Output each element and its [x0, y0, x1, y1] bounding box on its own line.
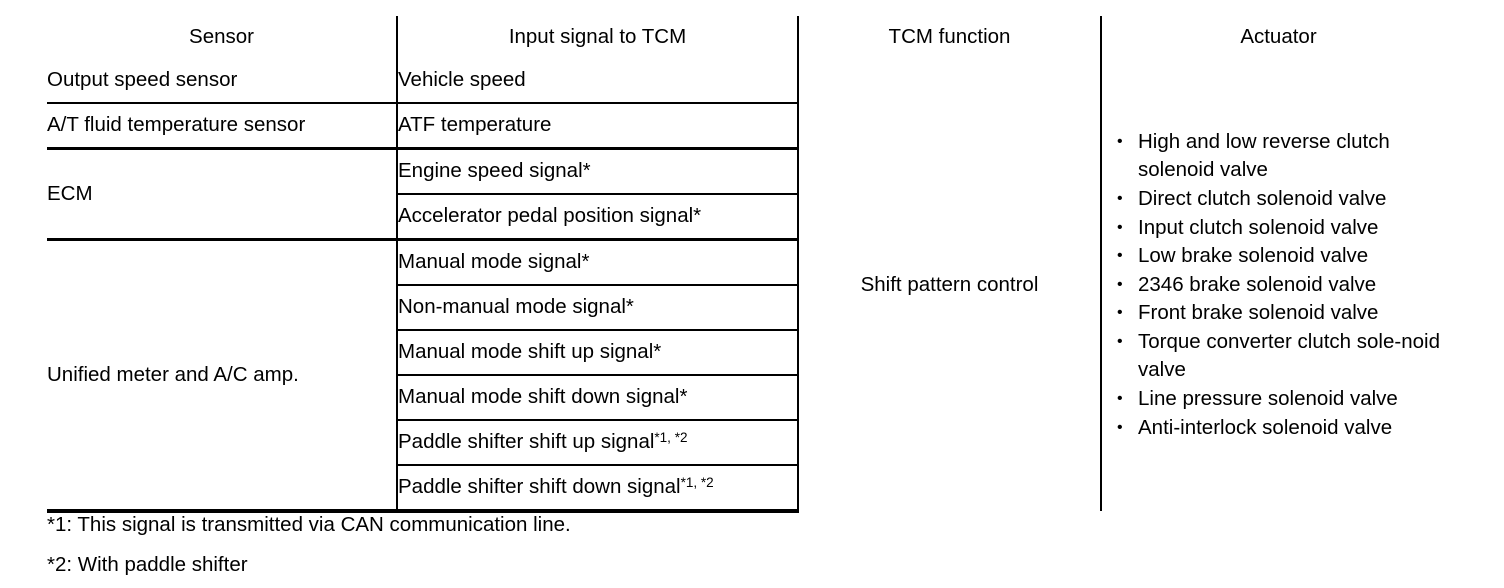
table-row: Manual mode shift down signal*: [47, 375, 1455, 421]
sensor-cell-unified-meter-and-ac-amp: Unified meter and A/C amp.: [47, 239, 398, 513]
list-item: Input clutch solenoid valve: [1114, 214, 1455, 243]
column-header-tcm: TCM function: [798, 16, 1102, 59]
list-item: Low brake solenoid valve: [1114, 242, 1455, 271]
table-row: Accelerator pedal position signal*: [47, 194, 1455, 241]
list-item: Line pressure solenoid valve: [1114, 385, 1455, 414]
table-body: Output speed sensor Vehicle speed Shift …: [47, 59, 1455, 513]
list-item: 2346 brake solenoid valve: [1114, 271, 1455, 300]
sensor-cell-ecm: ECM: [47, 148, 398, 241]
signal-cell-engine-speed-signal: Engine speed signal*: [397, 148, 799, 195]
list-item: Direct clutch solenoid valve: [1114, 185, 1455, 214]
signal-cell-paddle-shifter-shift-up-signal: Paddle shifter shift up signal*1, *2: [397, 420, 799, 466]
signal-cell-non-manual-mode-signal: Non-manual mode signal*: [397, 285, 799, 331]
actuator-list: High and low reverse clutch solenoid val…: [1102, 128, 1455, 443]
table-row: Output speed sensor Vehicle speed Shift …: [47, 59, 1455, 511]
signal-cell-vehicle-speed: Vehicle speed: [397, 59, 799, 104]
tcm-function-cell: Shift pattern control: [798, 59, 1102, 511]
footnote-2: *2: With paddle shifter: [47, 552, 248, 576]
table-row: Paddle shifter shift up signal*1, *2: [47, 420, 1455, 466]
header-row: Sensor Input signal to TCM TCM function …: [47, 16, 1455, 59]
signal-text: Paddle shifter shift down signal: [398, 475, 681, 499]
list-item: High and low reverse clutch solenoid val…: [1114, 128, 1455, 185]
signal-cell-manual-mode-signal: Manual mode signal*: [397, 239, 799, 286]
sensor-cell-output-speed-sensor: Output speed sensor: [47, 59, 398, 104]
table-row: Manual mode shift up signal*: [47, 330, 1455, 376]
table-row: A/T fluid temperature sensor ATF tempera…: [47, 103, 1455, 150]
actuator-cell: High and low reverse clutch solenoid val…: [1101, 59, 1455, 511]
table-header: Sensor Input signal to TCM TCM function …: [47, 16, 1455, 59]
list-item: Anti-interlock solenoid valve: [1114, 414, 1455, 443]
signal-cell-manual-mode-shift-up-signal: Manual mode shift up signal*: [397, 330, 799, 376]
column-header-sensor: Sensor: [47, 16, 398, 59]
table-row: Paddle shifter shift down signal*1, *2: [47, 465, 1455, 513]
footnote-1: *1: This signal is transmitted via CAN c…: [47, 513, 571, 536]
signal-cell-atf-temperature: ATF temperature: [397, 103, 799, 150]
footnote-marker: *1, *2: [654, 430, 688, 446]
table-row: ECM Engine speed signal*: [47, 148, 1455, 241]
footnote-marker: *1, *2: [680, 475, 714, 491]
list-item: Front brake solenoid valve: [1114, 299, 1455, 328]
signal-cell-paddle-shifter-shift-down-signal: Paddle shifter shift down signal*1, *2: [397, 465, 799, 513]
signal-cell-manual-mode-shift-down-signal: Manual mode shift down signal*: [397, 375, 799, 421]
signal-text: Paddle shifter shift up signal: [398, 430, 655, 454]
signal-cell-accelerator-pedal-position-signal: Accelerator pedal position signal*: [397, 194, 799, 241]
list-item: Torque converter clutch sole-noid valve: [1114, 328, 1455, 385]
sensor-cell-at-fluid-temperature-sensor: A/T fluid temperature sensor: [47, 103, 398, 150]
tcm-control-table: Sensor Input signal to TCM TCM function …: [47, 16, 1455, 513]
footnotes: *1: This signal is transmitted via CAN c…: [47, 513, 1047, 588]
table-row: Unified meter and A/C amp. Manual mode s…: [47, 239, 1455, 513]
column-header-input: Input signal to TCM: [397, 16, 799, 59]
table-row: Non-manual mode signal*: [47, 285, 1455, 331]
column-header-actuator: Actuator: [1240, 25, 1317, 49]
